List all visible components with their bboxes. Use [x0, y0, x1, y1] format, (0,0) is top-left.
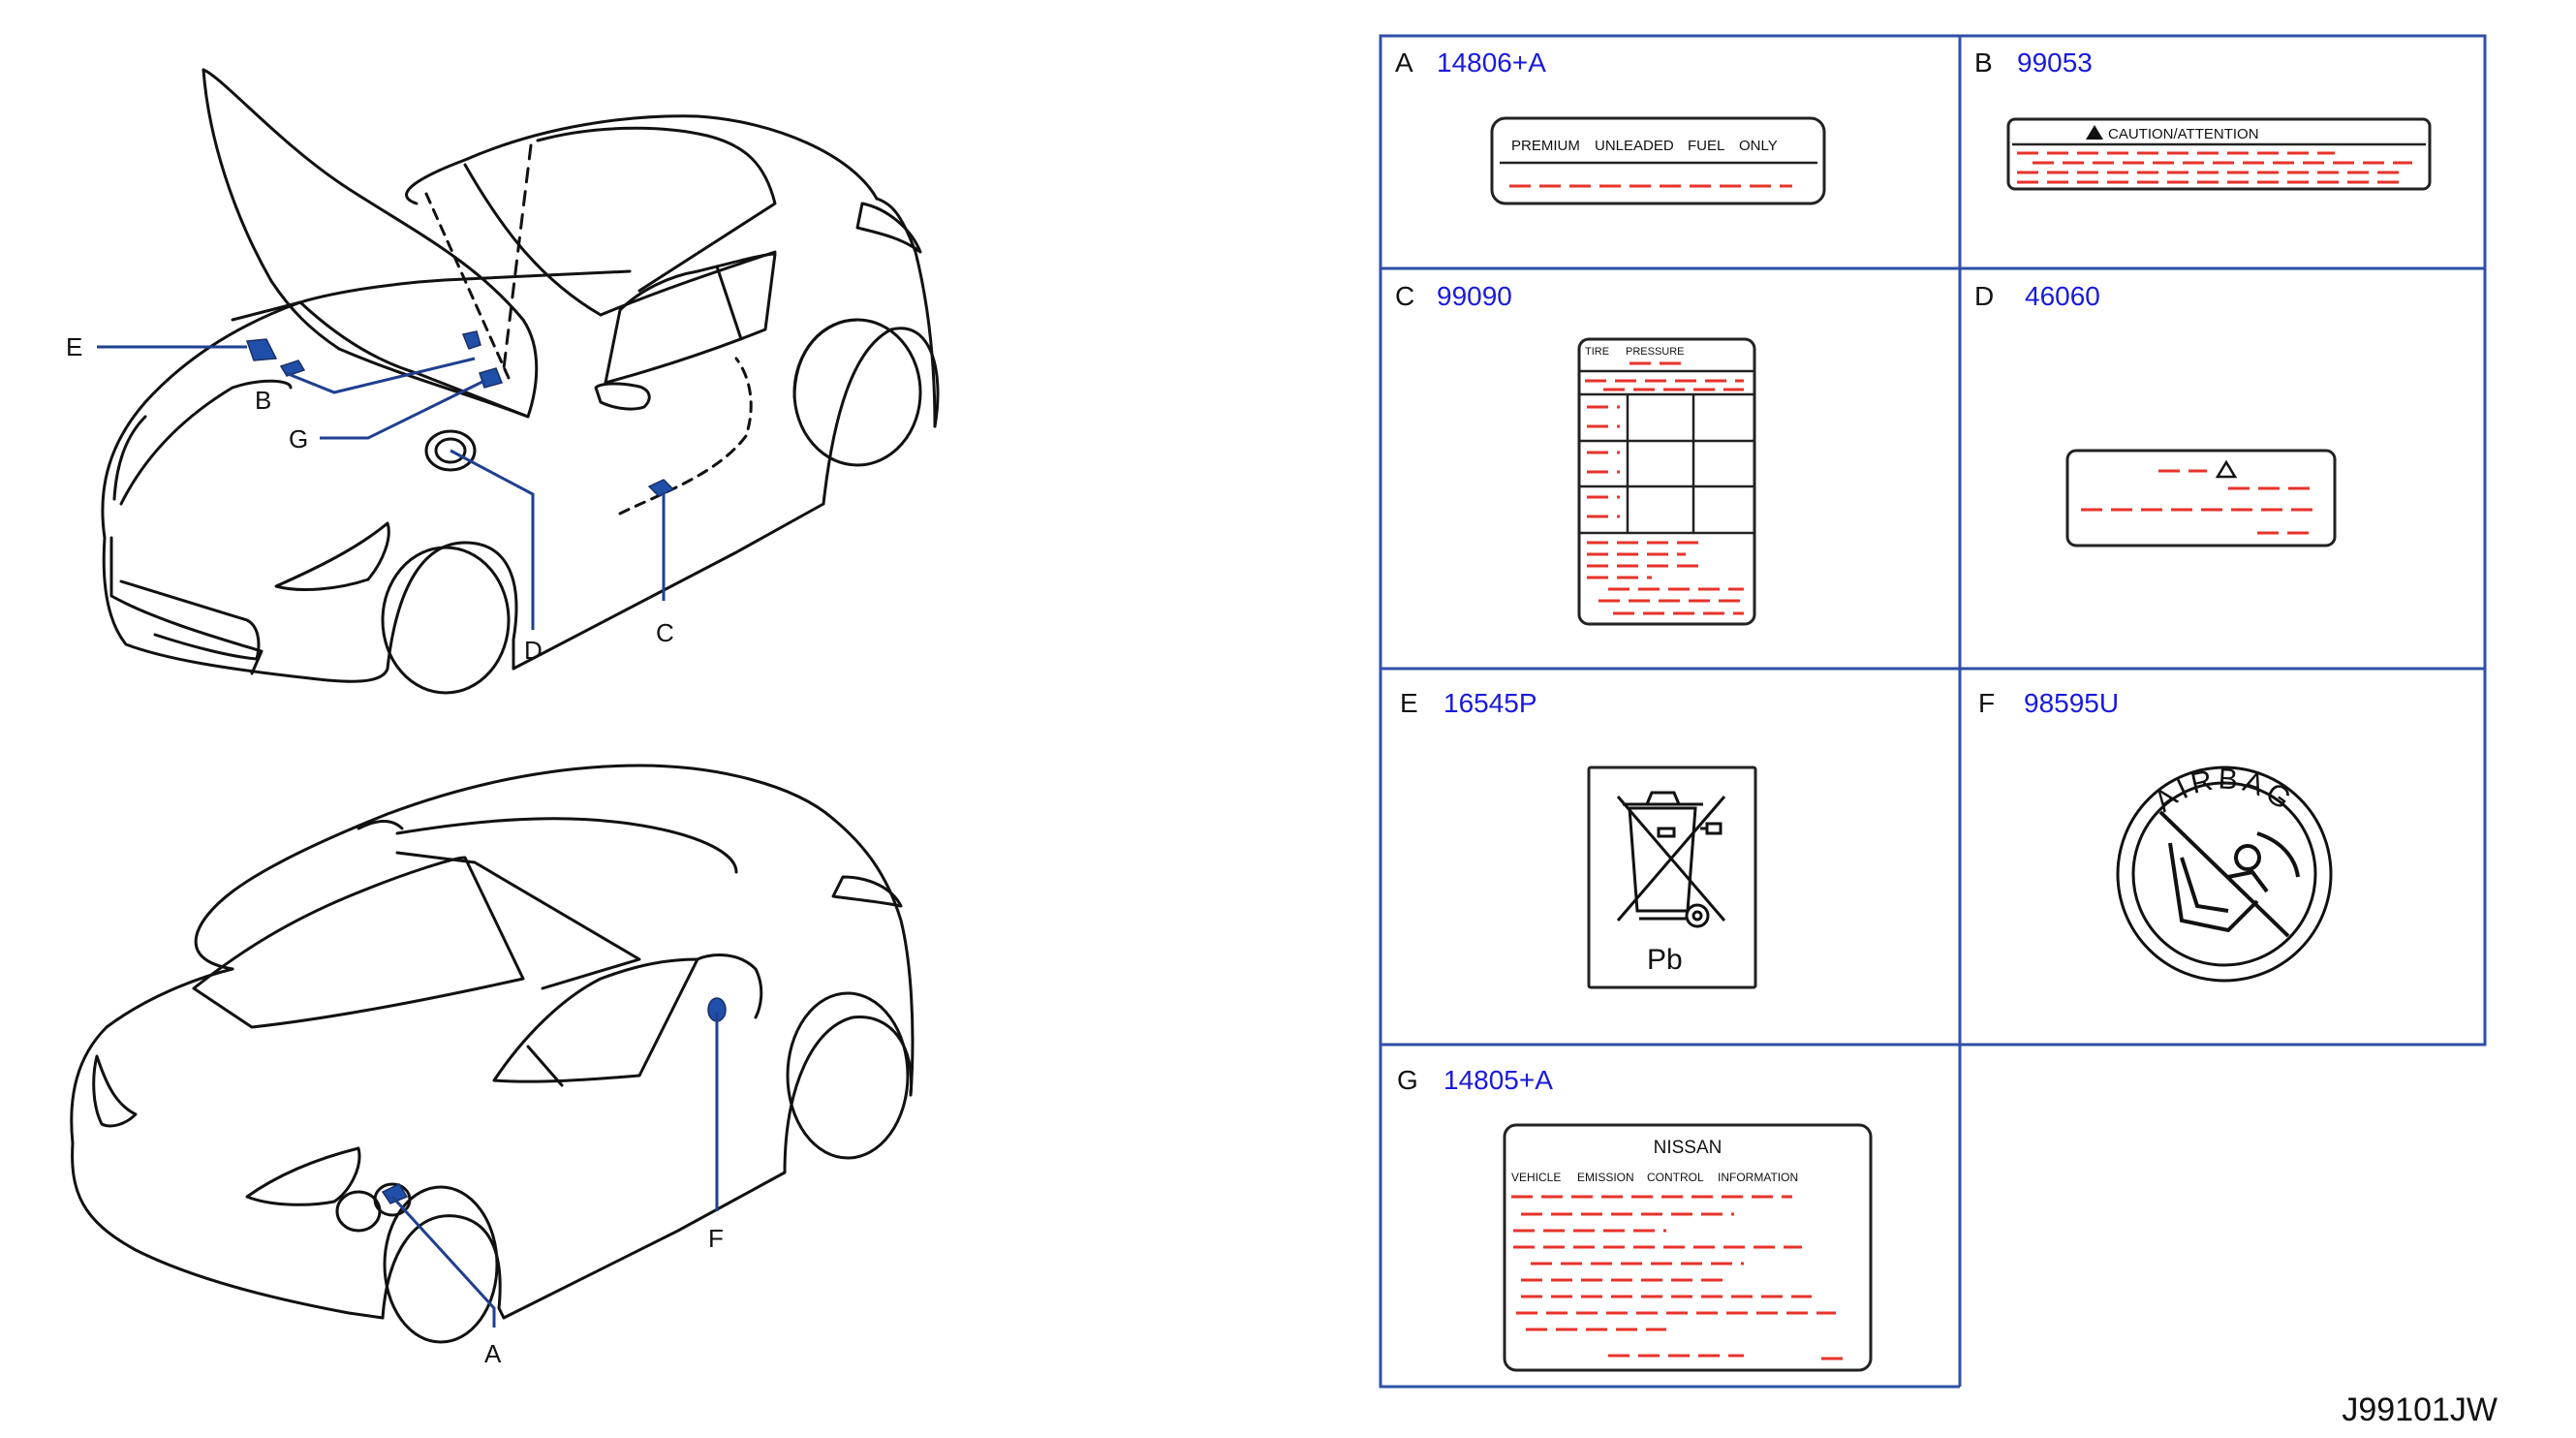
- marker-b-top: [279, 360, 306, 377]
- callout-f: F: [708, 1224, 724, 1253]
- cell-a-code[interactable]: 14806+A: [1437, 47, 1546, 78]
- warning-triangle-icon: [2086, 125, 2103, 140]
- label-g-word-control: CONTROL: [1647, 1171, 1704, 1184]
- label-a-word-premium: PREMIUM: [1511, 138, 1580, 154]
- marker-g-top-2: [479, 367, 504, 389]
- callout-b: B: [255, 386, 271, 415]
- label-d: [2065, 449, 2337, 547]
- label-c-heading-right: PRESSURE: [1626, 346, 1685, 358]
- cell-f: F 98595U AIRBAG: [1978, 688, 2333, 983]
- marker-c-top: [647, 479, 675, 497]
- car-illustration-bottom: [70, 764, 915, 1344]
- label-a-word-unleaded: UNLEADED: [1595, 138, 1674, 154]
- label-g-word-information: INFORMATION: [1718, 1171, 1798, 1184]
- label-e-text: Pb: [1647, 944, 1683, 976]
- marker-g-top-1: [461, 330, 481, 350]
- label-a-word-fuel: FUEL: [1688, 138, 1724, 154]
- cell-d-code[interactable]: 46060: [2025, 281, 2100, 311]
- cell-b-code[interactable]: 99053: [2017, 47, 2093, 78]
- marker-e-top: [245, 338, 278, 361]
- label-panel-grid: [1379, 34, 2487, 1389]
- callout-c: C: [656, 618, 674, 647]
- callout-a: A: [484, 1339, 502, 1368]
- callout-e: E: [66, 332, 82, 361]
- crossed-out-wheelie-bin-icon: [1616, 791, 1726, 928]
- warning-triangle-icon: [2215, 459, 2238, 479]
- cell-g-code[interactable]: 14805+A: [1443, 1065, 1553, 1095]
- car-illustration-top: [101, 68, 940, 695]
- cell-d-letter: D: [1974, 281, 1994, 311]
- cell-b: B 99053 CAUTION/ATTENTION: [1974, 47, 2432, 191]
- label-b-heading: CAUTION/ATTENTION: [2108, 126, 2259, 142]
- label-g-brand: NISSAN: [1654, 1138, 1723, 1158]
- cell-a-letter: A: [1395, 47, 1413, 78]
- label-a-word-only: ONLY: [1739, 138, 1778, 154]
- cell-e-letter: E: [1400, 688, 1418, 718]
- cell-c: C 99090 TIRE PRESSURE: [1395, 281, 1756, 626]
- drawing-reference: J99101JW: [2342, 1391, 2498, 1428]
- callout-g: G: [289, 424, 308, 453]
- cell-g-letter: G: [1397, 1065, 1418, 1095]
- cell-e: E 16545P Pb: [1400, 688, 1757, 989]
- cell-c-letter: C: [1395, 281, 1414, 311]
- marker-a-bottom: [381, 1183, 409, 1204]
- cell-c-code[interactable]: 99090: [1437, 281, 1512, 311]
- cell-g: G 14805+A NISSAN VEHICLE EMISSION CONTRO…: [1397, 1065, 1873, 1372]
- label-a: [1490, 116, 1826, 205]
- no-child-seat-icon: [2158, 810, 2300, 938]
- cell-f-code[interactable]: 98595U: [2024, 688, 2119, 718]
- callout-leaders: [97, 345, 719, 1328]
- cell-d: D 46060: [1974, 281, 2337, 547]
- cell-a: A 14806+A PREMIUM UNLEADED FUEL ONLY: [1395, 47, 1826, 205]
- label-g: [1503, 1123, 1873, 1372]
- cell-f-letter: F: [1978, 688, 1995, 718]
- label-g-word-emission: EMISSION: [1577, 1171, 1634, 1184]
- cell-e-code[interactable]: 16545P: [1443, 688, 1537, 718]
- callout-d: D: [524, 636, 543, 665]
- cell-b-letter: B: [1974, 47, 1993, 78]
- label-g-word-vehicle: VEHICLE: [1511, 1171, 1561, 1184]
- label-c-heading-left: TIRE: [1585, 346, 1609, 358]
